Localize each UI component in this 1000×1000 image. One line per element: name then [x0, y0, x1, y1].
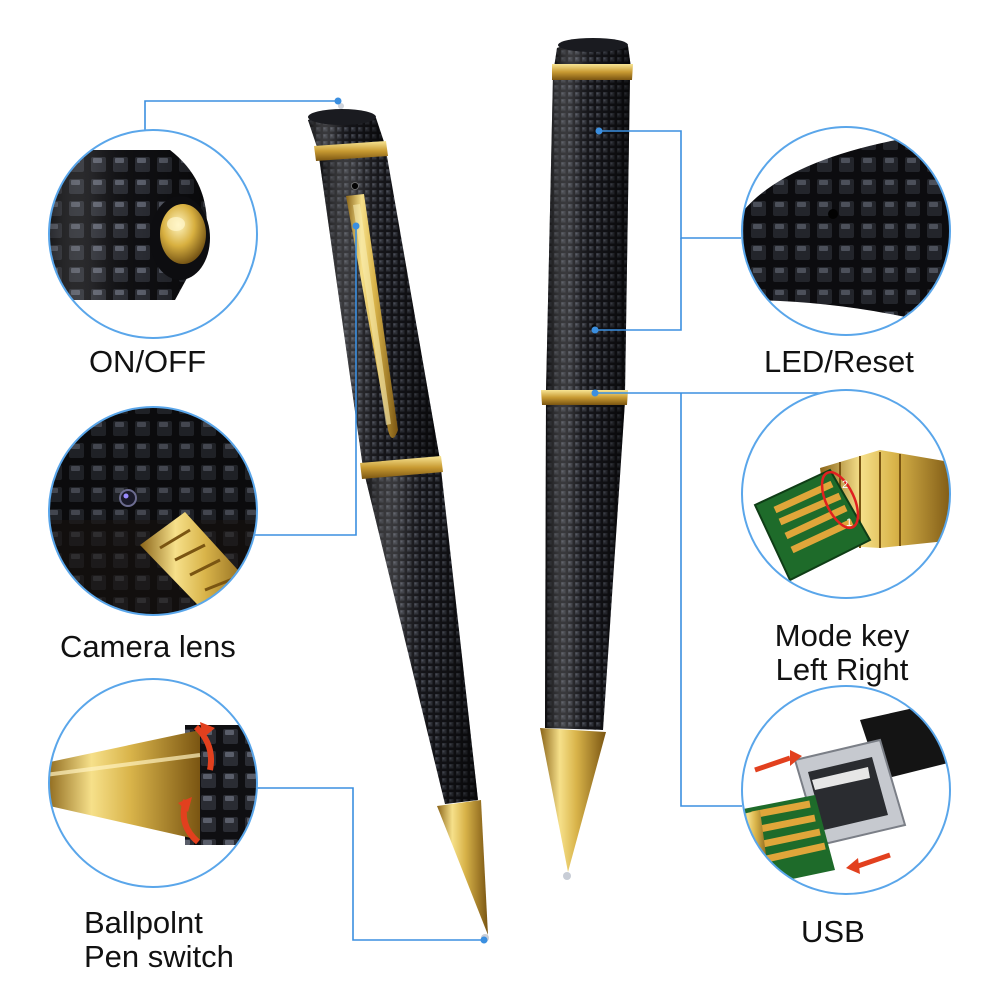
gold-ring-top — [314, 141, 388, 161]
detail-circle-camera-lens — [48, 406, 258, 616]
led-reset-label: LED/Reset — [764, 344, 914, 379]
left-pen-tip — [437, 800, 488, 935]
contact-1-label: 1 — [846, 517, 852, 529]
detail-circle-on-off — [48, 129, 258, 339]
camera-lens-label: Camera lens — [60, 629, 236, 664]
on-off-button-dot — [338, 103, 344, 109]
gold-ring-middle — [360, 456, 443, 479]
detail-circle-usb — [741, 685, 951, 895]
mode-key-label-line1: Mode key — [774, 618, 910, 653]
on-off-label: ON/OFF — [88, 344, 207, 379]
led-hole-icon — [828, 209, 838, 219]
detail-circle-mode-key: 2 1 — [741, 389, 951, 599]
mode-key-label-line2: Left Right — [775, 652, 909, 687]
detail-circle-led-reset — [741, 126, 951, 336]
right-pen-tip — [540, 728, 606, 872]
ballpoint-label-line2: Pen switch — [84, 939, 234, 974]
left-pen — [308, 103, 489, 942]
camera-lens-icon — [119, 489, 137, 507]
power-button-icon — [160, 204, 206, 264]
detail-circle-ballpoint — [48, 678, 258, 888]
right-pen — [540, 38, 633, 880]
gold-ring-top-right — [552, 64, 633, 80]
usb-label: USB — [801, 914, 865, 949]
callout-dots — [334, 97, 603, 944]
mode-key-label: Mode key Left Right — [752, 619, 932, 687]
contact-2-label: 2 — [842, 479, 848, 491]
ballpoint-label: Ballpolnt Pen switch — [84, 906, 234, 974]
ballpoint-label-line1: Ballpolnt — [84, 905, 203, 940]
